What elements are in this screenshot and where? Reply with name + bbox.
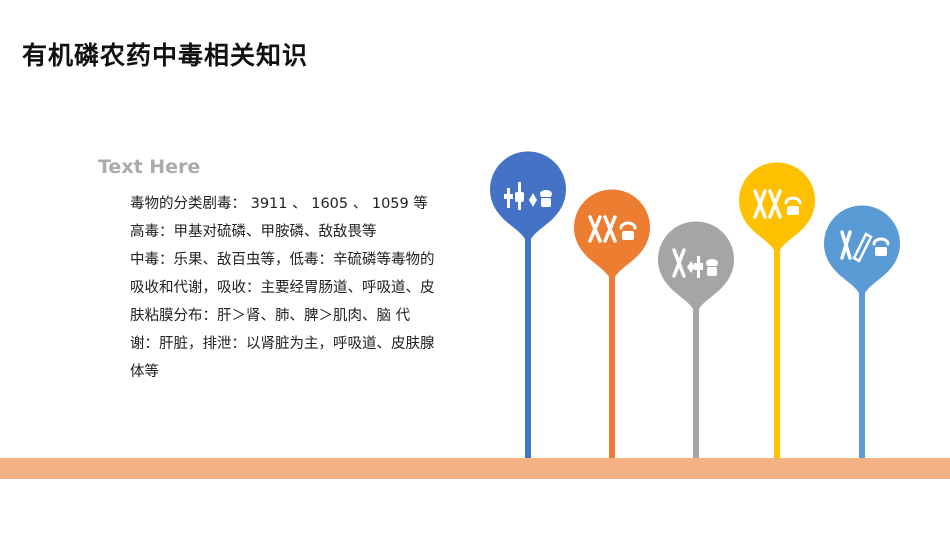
balloon-pin-1-graphic [490, 151, 566, 458]
chromosome-telephone-icon [504, 182, 552, 210]
body-text: 毒物的分类剧毒： 3911 、 1605 、 1059 等 高毒：甲基对硫磷、甲… [130, 196, 435, 380]
slide-title: 有机磷农药中毒相关知识 [22, 41, 309, 70]
balloon-pin-2 [572, 189, 652, 462]
balloon-pin-3-graphic [658, 221, 734, 458]
balloon-pin-5-graphic [824, 205, 900, 458]
chromosome-pencil-telephone-icon [840, 230, 890, 263]
slide-subtitle: Text Here [98, 156, 201, 178]
balloon-pin-5 [822, 205, 902, 462]
chromosome-telephone-icon [753, 189, 802, 219]
balloon-pin-4 [737, 162, 817, 462]
ground-bar [0, 458, 950, 479]
balloon-pin-2-graphic [574, 189, 650, 458]
chromosome-telephone-icon [672, 248, 718, 278]
chromosome-telephone-icon [588, 215, 637, 243]
balloon-pin-4-graphic [739, 162, 815, 458]
balloon-pin-1 [488, 151, 568, 462]
balloon-pin-3 [656, 221, 736, 462]
